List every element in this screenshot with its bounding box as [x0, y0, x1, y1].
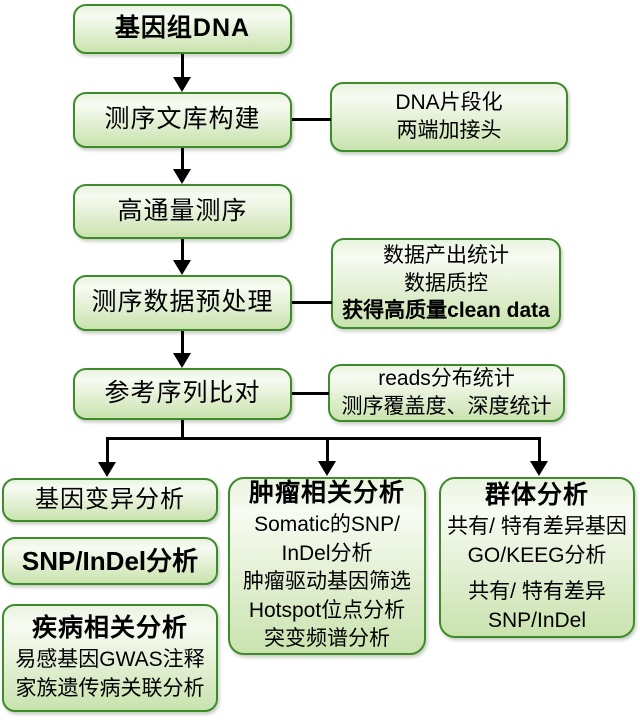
branch-node-snp-indel: SNP/InDel分析: [2, 537, 218, 585]
connector-alignment-to-note: [292, 392, 329, 395]
branch-node-population-line-3: 共有/ 特有差异: [468, 580, 606, 604]
branch-node-tumor-title: 肿瘤相关分析: [248, 479, 405, 508]
branch-node-disease: 疾病相关分析 易感基因GWAS注释 家族遗传病关联分析: [2, 604, 218, 712]
note-fragmentation-line-1: DNA片段化: [395, 91, 503, 115]
arrow-sequencing-to-preprocessing-head-icon: [173, 260, 191, 275]
flow-node-library-construction-label: 测序文库构建: [104, 105, 261, 134]
branch-node-population-title: 群体分析: [484, 480, 589, 509]
branch-node-tumor-line-4: Hotspot位点分析: [248, 598, 406, 622]
branch-node-population-line-1: 共有/ 特有差异基因: [447, 515, 627, 539]
arrow-library-to-sequencing-head-icon: [173, 169, 191, 184]
flow-node-high-throughput-sequencing: 高通量测序: [73, 184, 292, 239]
arrow-to-left-branch-head-icon: [98, 462, 116, 477]
arrow-to-middle-branch-head-icon: [318, 461, 336, 476]
note-data-qc: 数据产出统计 数据质控 获得高质量clean data: [331, 238, 561, 329]
note-reads-stats-line-2: 测序覆盖度、深度统计: [341, 395, 552, 418]
branch-node-gene-variation: 基因变异分析: [2, 478, 218, 522]
branch-node-snp-indel-label: SNP/InDel分析: [21, 545, 199, 576]
branch-node-disease-line-2: 家族遗传病关联分析: [15, 676, 205, 700]
note-data-qc-line-2: 数据质控: [404, 271, 488, 295]
flow-node-reference-alignment: 参考序列比对: [73, 368, 292, 420]
note-reads-stats: reads分布统计 测序覆盖度、深度统计: [328, 364, 565, 422]
arrow-genome-to-library-head-icon: [173, 77, 191, 92]
note-fragmentation-line-2: 两端加接头: [396, 119, 502, 142]
branch-node-population: 群体分析 共有/ 特有差异基因 GO/KEEG分析 共有/ 特有差异 SNP/I…: [439, 477, 635, 638]
arrow-to-left-branch-line: [106, 437, 109, 463]
branch-node-tumor-line-2: InDel分析: [281, 541, 373, 565]
flow-node-high-throughput-sequencing-label: 高通量测序: [117, 196, 248, 225]
arrow-to-right-branch-line: [538, 437, 541, 463]
arrow-preprocessing-to-alignment-line: [181, 331, 184, 354]
connector-preprocessing-to-note: [292, 301, 332, 304]
flow-node-reference-alignment-label: 参考序列比对: [104, 379, 261, 408]
arrow-sequencing-to-preprocessing-line: [181, 239, 184, 261]
branch-stem-line: [181, 420, 184, 439]
branch-node-gene-variation-label: 基因变异分析: [35, 486, 185, 513]
branch-node-tumor-line-3: 肿瘤驱动基因筛选: [243, 570, 411, 594]
arrow-library-to-sequencing-line: [181, 148, 184, 170]
arrow-preprocessing-to-alignment-head-icon: [173, 353, 191, 368]
flow-node-library-construction: 测序文库构建: [73, 92, 292, 148]
branch-node-population-line-2: GO/KEEG分析: [467, 543, 607, 567]
branch-node-tumor-line-5: 突变频谱分析: [264, 627, 390, 651]
flow-node-genome-dna-label: 基因组DNA: [114, 14, 251, 43]
branch-crossbar-line: [106, 437, 541, 440]
connector-library-to-note: [292, 118, 331, 121]
arrow-genome-to-library-line: [181, 54, 184, 78]
note-fragmentation: DNA片段化 两端加接头: [330, 82, 568, 152]
flow-node-data-preprocessing-label: 测序数据预处理: [91, 288, 274, 317]
note-reads-stats-line-1: reads分布统计: [378, 367, 515, 391]
arrow-to-right-branch-head-icon: [530, 461, 548, 476]
note-data-qc-line-1: 数据产出统计: [383, 243, 509, 267]
note-data-qc-line-3: 获得高质量clean data: [342, 299, 550, 323]
branch-node-population-line-4: SNP/InDel: [487, 608, 587, 632]
branch-node-disease-title: 疾病相关分析: [31, 613, 188, 642]
branch-node-tumor-line-1: Somatic的SNP/: [254, 513, 400, 537]
branch-node-disease-line-1: 易感基因GWAS注释: [15, 648, 205, 672]
flow-node-data-preprocessing: 测序数据预处理: [73, 275, 292, 331]
flow-node-genome-dna: 基因组DNA: [73, 4, 292, 54]
arrow-to-middle-branch-line: [326, 437, 329, 463]
branch-node-tumor: 肿瘤相关分析 Somatic的SNP/ InDel分析 肿瘤驱动基因筛选 Hot…: [228, 477, 426, 655]
